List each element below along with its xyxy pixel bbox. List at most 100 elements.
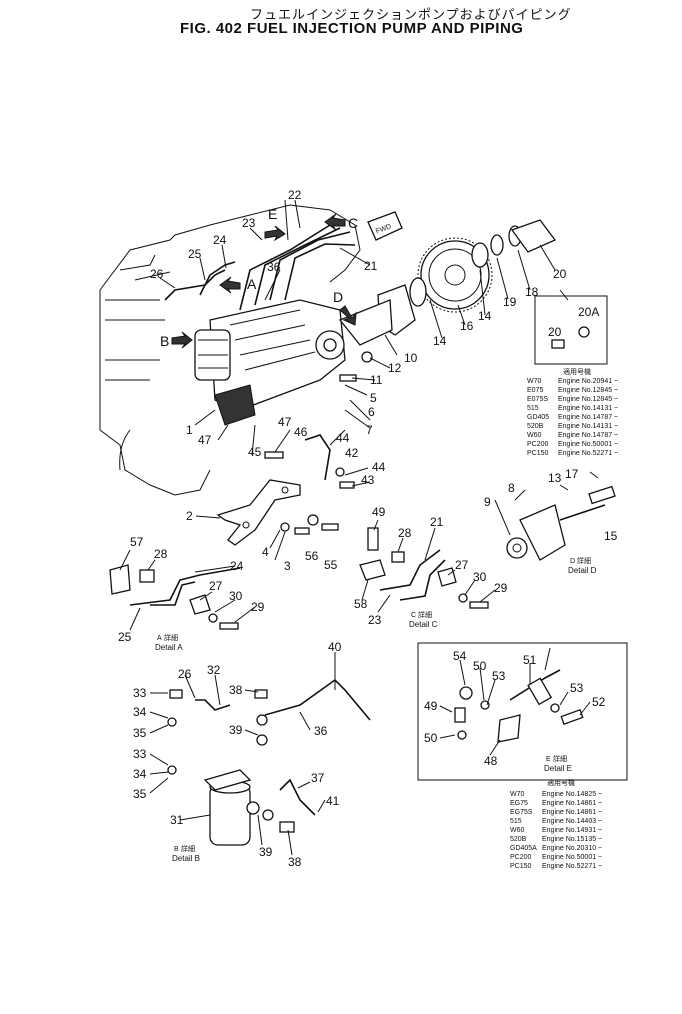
callout-57: 57: [130, 535, 144, 549]
serial-2-model: 520B: [510, 836, 527, 843]
detail-a-jp: A: [157, 635, 162, 642]
callout-51: 51: [523, 653, 537, 667]
callout-20: 20: [553, 267, 567, 281]
callout-33b: 33: [133, 747, 147, 761]
callout-10: 10: [404, 351, 418, 365]
callout-30-detail-a: 30: [229, 589, 243, 603]
detail-captions: A 詳細 Detail A B 詳細 Detail B C 詳細 Detail …: [155, 556, 597, 863]
detail-b-jp: B: [174, 846, 179, 853]
callout-15: 15: [604, 529, 618, 543]
serial-1-value: Engine No.20941 ~: [558, 378, 618, 385]
view-letter-labels: A B C D E: [160, 206, 358, 349]
callout-26: 26: [150, 267, 164, 281]
callout-44a: 44: [336, 431, 350, 445]
callout-25-detail-a: 25: [118, 630, 132, 644]
serial-2-value: Engine No.52271 ~: [542, 863, 602, 870]
callout-55: 55: [324, 558, 338, 572]
serial-2-value: Engine No.14861 ~: [542, 800, 602, 807]
callout-28-detail-a: 28: [154, 547, 168, 561]
callout-14a: 14: [433, 334, 447, 348]
view-letter-b: B: [160, 333, 169, 349]
serial-1-value: Engine No.14787 ~: [558, 414, 618, 421]
detail-d-jp: D: [570, 558, 575, 565]
callout-11: 11: [370, 373, 383, 387]
leader-lines: [119, 199, 591, 856]
callout-2: 2: [186, 509, 193, 523]
title-japanese: フュエルインジェクションポンプおよびパイピング: [250, 8, 572, 23]
callout-47b: 47: [278, 415, 292, 429]
drive-gear-assembly: [338, 219, 569, 346]
serial-1-model: E075S: [527, 396, 548, 403]
callout-14b: 14: [478, 309, 492, 323]
callout-58: 58: [354, 597, 368, 611]
callout-43: 43: [361, 473, 375, 487]
callout-49: 49: [372, 505, 386, 519]
detail-e-jp: E: [546, 756, 551, 763]
serial-table-2-header: 適用号機: [547, 778, 575, 787]
callout-52: 52: [592, 695, 606, 709]
serial-table-upper: 適用号機 W70 Engine No.20941 ~ E075 Engine N…: [527, 367, 618, 457]
callout-30-detail-c: 30: [473, 570, 487, 584]
callout-34b: 34: [133, 767, 147, 781]
callout-53b: 53: [570, 681, 584, 695]
callout-45: 45: [248, 445, 262, 459]
engine-block: [99, 204, 361, 496]
callout-50b: 50: [473, 659, 487, 673]
callout-17: 17: [565, 467, 579, 481]
serial-1-model: 515: [527, 405, 539, 412]
serial-2-value: Engine No.14861 ~: [542, 809, 602, 816]
callout-21: 21: [364, 259, 378, 273]
callout-23-detail-c: 23: [368, 613, 382, 627]
callout-38a: 38: [229, 683, 243, 697]
callout-24-detail-a: 24: [230, 559, 244, 573]
view-letter-c: C: [348, 215, 358, 231]
callout-42: 42: [345, 446, 359, 460]
callout-35b: 35: [133, 787, 147, 801]
callout-32: 32: [207, 663, 221, 677]
callout-25: 25: [188, 247, 202, 261]
callout-33a: 33: [133, 686, 147, 700]
callout-36-detail-b: 36: [314, 724, 328, 738]
detail-b-jp-suffix: 詳細: [181, 844, 195, 853]
callout-31: 31: [170, 813, 184, 827]
callout-4: 4: [262, 545, 269, 559]
callout-48: 48: [484, 754, 498, 768]
view-letter-a: A: [247, 276, 257, 292]
callout-29-detail-c: 29: [494, 581, 508, 595]
injection-pump: [194, 299, 346, 426]
callout-38b: 38: [288, 855, 302, 869]
detail-c-jp-suffix: 詳細: [418, 610, 432, 619]
view-letter-e: E: [268, 206, 277, 222]
bracket-assembly: [216, 351, 373, 546]
serial-2-model: W70: [510, 791, 525, 798]
serial-1-value: Engine No.52271 ~: [558, 450, 618, 457]
detail-e-jp-suffix: 詳細: [553, 754, 567, 763]
callout-19: 19: [503, 295, 517, 309]
detail-d-caption: Detail D: [568, 566, 597, 575]
serial-2-value: Engine No.14403 ~: [542, 818, 602, 825]
serial-1-value: Engine No.14131 ~: [558, 405, 618, 412]
detail-d-jp-suffix: 詳細: [577, 556, 591, 565]
callout-8: 8: [508, 481, 515, 495]
serial-1-value: Engine No.12845 ~: [558, 396, 618, 403]
callout-5: 5: [370, 391, 377, 405]
serial-table-1-header: 適用号機: [563, 367, 591, 376]
serial-2-model: PC200: [510, 854, 532, 861]
serial-2-model: PC150: [510, 863, 532, 870]
callout-36: 36: [267, 260, 281, 274]
callout-44b: 44: [372, 460, 386, 474]
detail-a-jp-suffix: 詳細: [164, 633, 178, 642]
callout-6: 6: [368, 405, 375, 419]
callout-24: 24: [213, 233, 227, 247]
callout-37: 37: [311, 771, 325, 785]
callout-3: 3: [284, 559, 291, 573]
detail-c-drawing: [359, 527, 489, 609]
serial-1-model: PC150: [527, 450, 549, 457]
serial-1-value: Engine No.14131 ~: [558, 423, 618, 430]
callout-18: 18: [525, 285, 539, 299]
callout-39b: 39: [259, 845, 273, 859]
serial-1-model: PC200: [527, 441, 549, 448]
serial-2-model: EG75: [510, 800, 528, 807]
serial-2-model: EG75S: [510, 809, 533, 816]
callout-20-inset: 20: [548, 325, 562, 339]
